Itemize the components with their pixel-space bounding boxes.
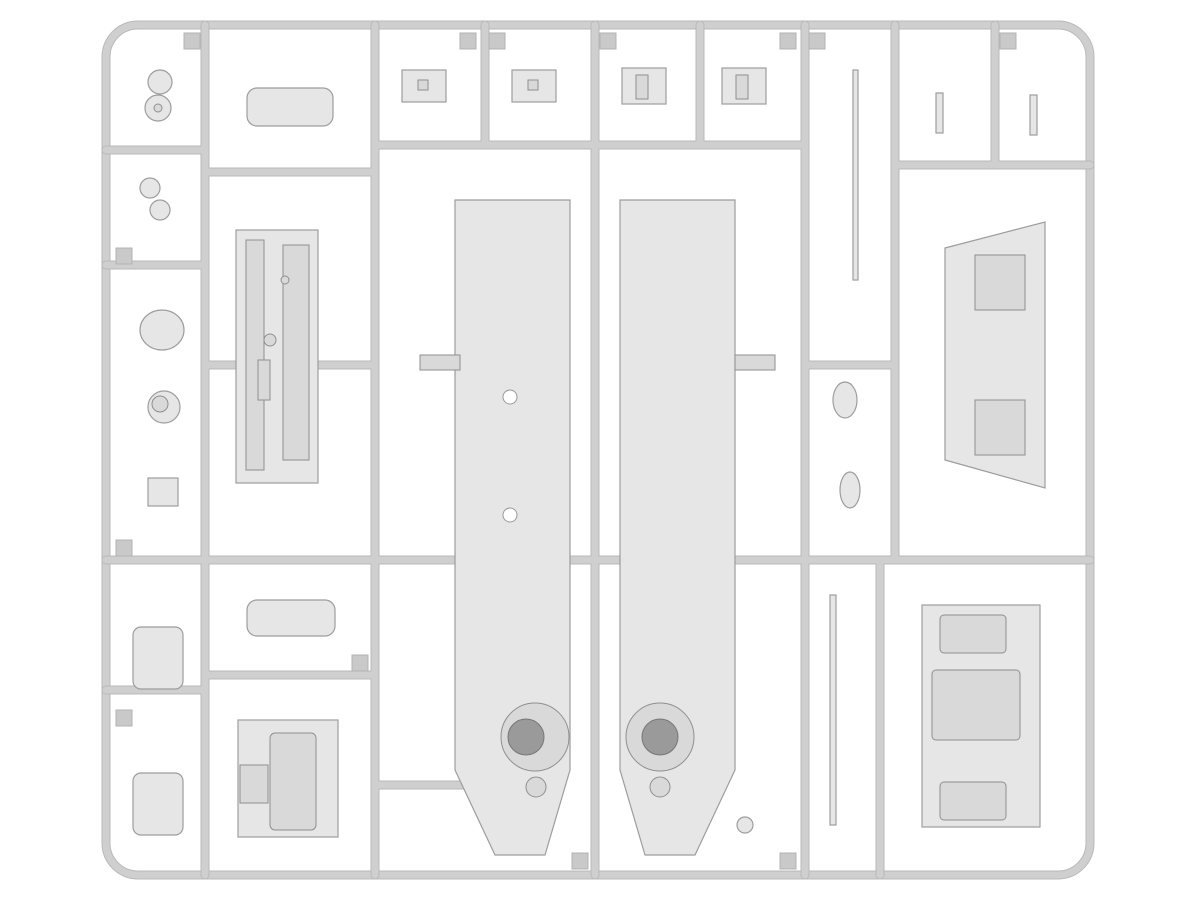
part-floor-plate [921, 604, 1041, 828]
part-hull-side-left [419, 199, 571, 856]
part-rod-lower [829, 594, 837, 826]
part-engine-plate [235, 229, 319, 484]
part-disc [736, 816, 754, 834]
part-box-2 [511, 69, 557, 103]
part-box-1 [401, 69, 447, 103]
part-link-right [1029, 94, 1038, 136]
part-hatch-small-upper [132, 626, 184, 690]
part-link-left [935, 92, 944, 134]
part-bracket [147, 477, 179, 507]
part-rod-upper [852, 69, 859, 281]
part-dome [139, 309, 185, 351]
part-box-4 [721, 67, 767, 105]
part-cylinder-lower [246, 599, 336, 637]
part-wheel-side [832, 381, 861, 509]
part-hatch-small-lower [132, 772, 184, 836]
part-clamp [139, 177, 171, 221]
part-number-tags [115, 32, 1017, 870]
part-cup [147, 390, 181, 424]
sprue-runners [101, 20, 1095, 880]
part-box-3 [621, 67, 667, 105]
part-wheel-pair [144, 69, 173, 122]
part-cylinder-upper [246, 87, 334, 127]
part-hull-side-right [619, 199, 776, 856]
part-armor-plate [944, 221, 1046, 489]
part-grille-panel [237, 719, 339, 838]
